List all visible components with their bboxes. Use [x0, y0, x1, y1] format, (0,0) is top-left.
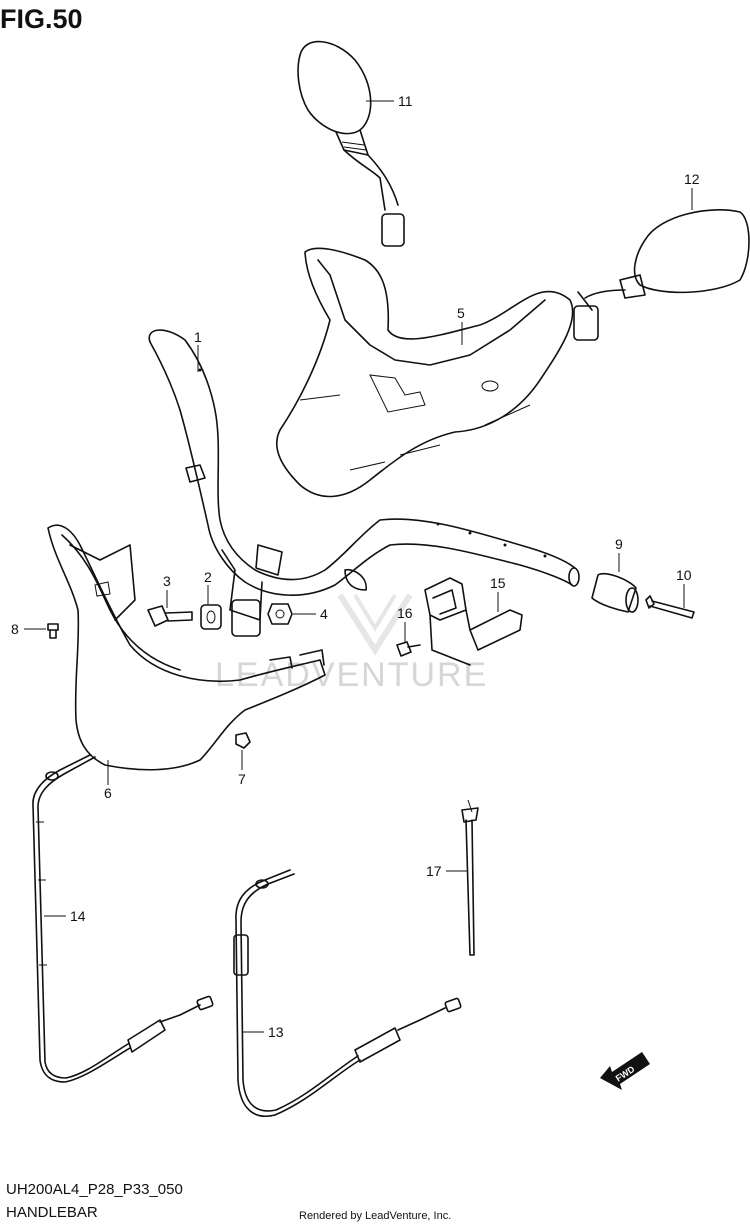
handlebar-cover-rear-part[interactable] — [47, 524, 326, 771]
callout-4[interactable]: 4 — [320, 606, 328, 622]
bracket-part[interactable] — [424, 577, 523, 666]
throttle-cable-short-part[interactable] — [233, 869, 462, 1117]
callout-12[interactable]: 12 — [684, 171, 700, 187]
throttle-cable-long-part[interactable] — [32, 754, 214, 1083]
callout-16[interactable]: 16 — [397, 605, 413, 621]
callout-1[interactable]: 1 — [194, 329, 202, 345]
figure-title: FIG.50 — [0, 4, 83, 34]
clip-part[interactable] — [235, 732, 251, 749]
callout-15[interactable]: 15 — [490, 575, 506, 591]
callout-14[interactable]: 14 — [70, 908, 86, 924]
section-name: HANDLEBAR — [6, 1204, 98, 1221]
fwd-arrow-icon: FWD — [600, 1052, 650, 1090]
callout-5[interactable]: 5 — [457, 305, 465, 321]
handlebar-part[interactable] — [148, 329, 580, 637]
callout-10[interactable]: 10 — [676, 567, 692, 583]
credit-text: Rendered by LeadVenture, Inc. — [299, 1210, 452, 1222]
collar-part[interactable] — [200, 604, 222, 630]
screw-long-part[interactable] — [645, 595, 695, 619]
leader-lines — [24, 100, 693, 1033]
callout-17[interactable]: 17 — [426, 863, 442, 879]
callout-7[interactable]: 7 — [238, 771, 246, 787]
mirror-right-part[interactable] — [297, 40, 405, 247]
callout-13[interactable]: 13 — [268, 1024, 284, 1040]
cable-tie-part[interactable] — [461, 799, 479, 956]
diagram-code: UH200AL4_P28_P33_050 — [6, 1181, 183, 1198]
callout-3[interactable]: 3 — [163, 573, 171, 589]
callout-9[interactable]: 9 — [615, 536, 623, 552]
balancer-part[interactable] — [591, 572, 639, 613]
callout-labels: 11 12 1 5 3 2 4 8 9 10 15 16 6 7 14 13 1… — [11, 93, 700, 1040]
bolt-part[interactable] — [147, 605, 193, 627]
bolt-small-part[interactable] — [396, 641, 421, 657]
screw-part[interactable] — [47, 623, 59, 639]
mirror-left-part[interactable] — [573, 209, 750, 341]
handlebar-cover-front-part[interactable] — [275, 247, 574, 498]
watermark-logo — [337, 593, 413, 656]
callout-11[interactable]: 11 — [398, 93, 413, 109]
callout-8[interactable]: 8 — [11, 621, 19, 637]
nut-part[interactable] — [267, 603, 293, 625]
callout-6[interactable]: 6 — [104, 785, 112, 801]
callout-2[interactable]: 2 — [204, 569, 212, 585]
